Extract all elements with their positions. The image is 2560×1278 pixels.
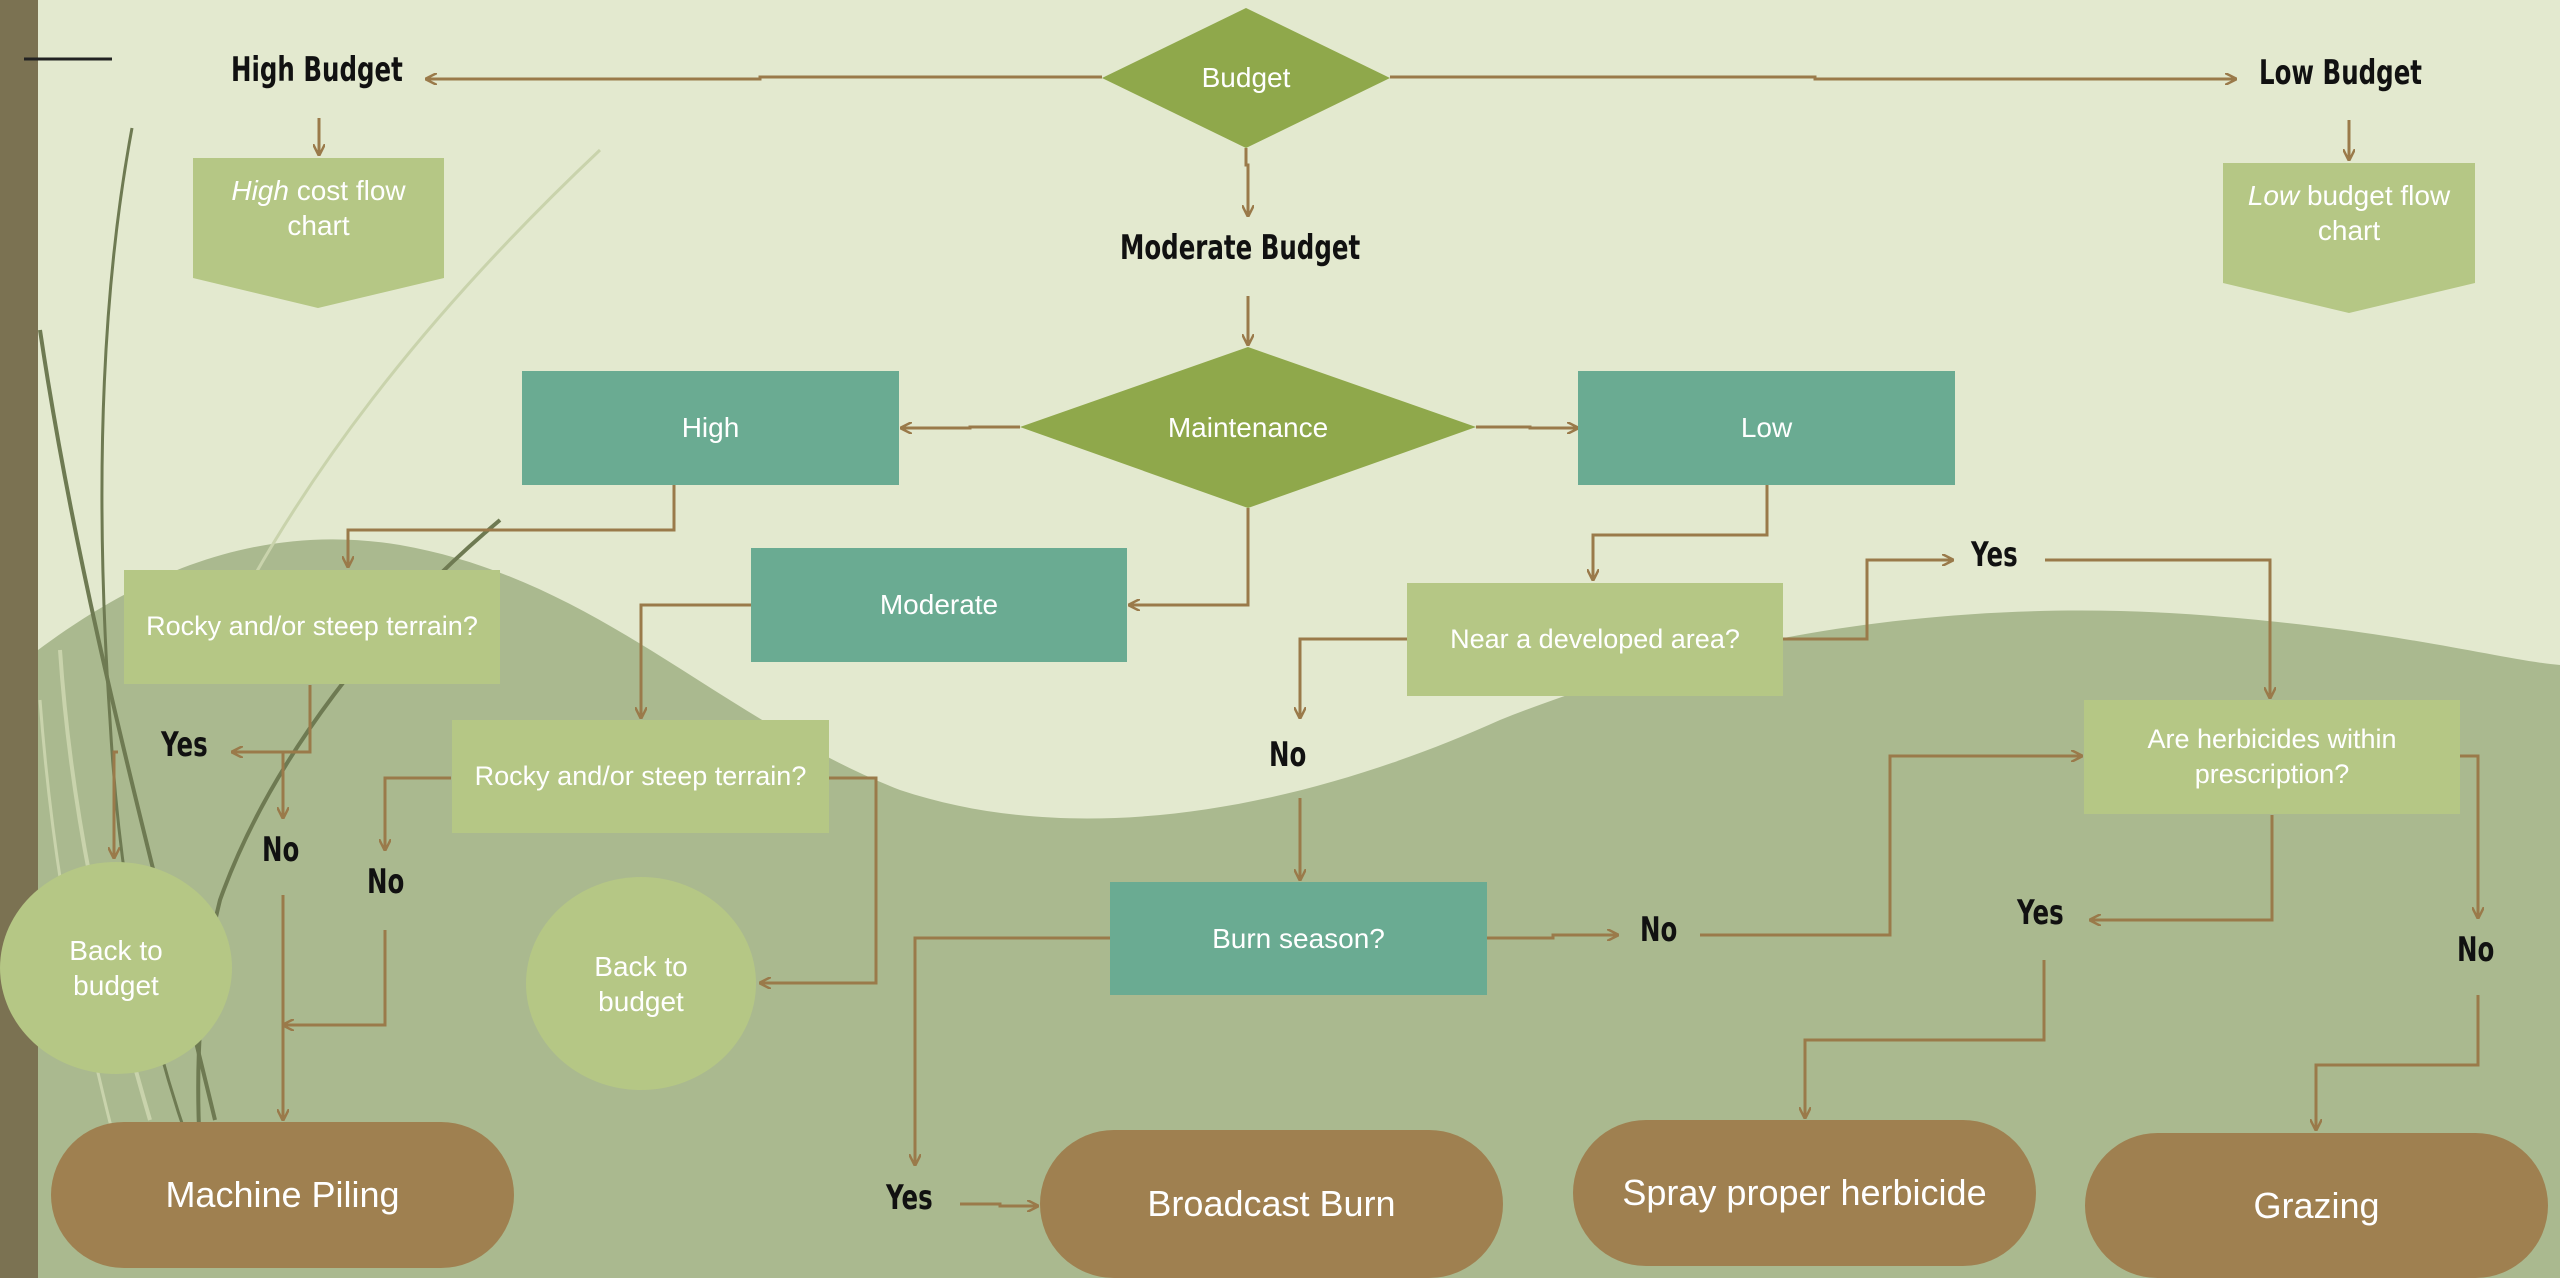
low-flow-rest: budget flow chart <box>2299 180 2451 246</box>
maintenance-decision: Maintenance <box>1020 347 1476 508</box>
rocky-terrain-left-box: Rocky and/or steep terrain? <box>124 570 500 684</box>
no-label: No <box>367 862 405 902</box>
low-budget-flowchart-connector[interactable]: Low budget flow chart <box>2223 163 2475 313</box>
arrow-high-to-rocky <box>348 485 676 567</box>
yes-label: Yes <box>161 725 208 765</box>
arrow-low-to-near <box>1593 485 1769 580</box>
arrow-rocky-mid-to-no <box>385 776 451 850</box>
moderate-maintenance-box: Moderate <box>751 548 1127 662</box>
high-emphasis: High <box>231 175 289 206</box>
back-to-budget-circle-2[interactable]: Back to budget <box>526 877 756 1090</box>
high-budget-label: High Budget <box>231 50 403 90</box>
high-cost-flowchart-text: High cost flow chart <box>193 158 444 258</box>
no-label: No <box>1640 910 1678 950</box>
low-maintenance-box: Low <box>1578 371 1955 485</box>
high-maintenance-box: High <box>522 371 899 485</box>
arrow-budget-to-high <box>426 77 1102 79</box>
budget-label: Budget <box>1201 62 1291 93</box>
no-label: No <box>2457 930 2495 970</box>
budget-decision: Budget <box>1102 8 1390 148</box>
arrow-yes-to-back <box>114 750 118 858</box>
arrow-yes-to-broadcast <box>960 1204 1038 1206</box>
back-to-budget-circle-1[interactable]: Back to budget <box>0 862 232 1074</box>
arrow-rocky-to-labels <box>232 685 312 752</box>
maintenance-label: Maintenance <box>1167 411 1329 443</box>
moderate-budget-label: Moderate Budget <box>1120 228 1361 268</box>
yes-label: Yes <box>2017 893 2064 933</box>
no-label: No <box>262 830 300 870</box>
arrow-rocky-to-no <box>283 750 310 818</box>
herbicides-prescription-box: Are herbicides within prescription? <box>2084 700 2460 814</box>
no-label: No <box>1269 735 1307 775</box>
arrow-maint-to-moderate <box>1129 508 1250 605</box>
yes-label: Yes <box>886 1178 933 1218</box>
rocky-terrain-mid-box: Rocky and/or steep terrain? <box>452 720 829 833</box>
arrow-no-to-grazing <box>2316 995 2480 1130</box>
arrow-herb-to-no <box>2459 754 2478 918</box>
broadcast-burn-outcome: Broadcast Burn <box>1040 1130 1503 1278</box>
arrow-budget-to-low <box>1390 77 2236 79</box>
arrow-yes-to-herb <box>2045 558 2270 698</box>
arrow-near-to-no <box>1300 637 1407 718</box>
spray-herbicide-outcome: Spray proper herbicide <box>1573 1120 2036 1266</box>
arrow-no-to-herb <box>1700 756 2082 937</box>
arrow-budget-to-moderate <box>1246 148 1248 216</box>
low-budget-flowchart-text: Low budget flow chart <box>2223 163 2475 263</box>
low-emphasis: Low <box>2247 180 2300 211</box>
high-cost-flowchart-connector[interactable]: High cost flow chart <box>193 158 444 308</box>
arrow-rocky-mid-to-back <box>760 776 878 983</box>
machine-piling-outcome: Machine Piling <box>51 1122 514 1268</box>
arrow-moderate-to-rocky <box>641 603 751 718</box>
burn-season-box: Burn season? <box>1110 882 1487 995</box>
high-flow-rest: cost flow chart <box>287 175 406 241</box>
arrow-burn-to-no <box>1487 935 1618 938</box>
arrow-maint-to-low <box>1476 427 1578 428</box>
left-trunk <box>0 0 38 1278</box>
low-budget-label: Low Budget <box>2259 53 2423 93</box>
arrow-maint-to-high <box>901 427 1020 428</box>
arrow-burn-to-yes <box>915 936 1110 1165</box>
grazing-outcome: Grazing <box>2085 1133 2548 1278</box>
arrow-yes-to-spray <box>1805 960 2046 1118</box>
arrow-herb-to-yes <box>2090 815 2274 920</box>
yes-label: Yes <box>1971 535 2018 575</box>
arrow-no-mid-to-machine <box>283 930 387 1025</box>
near-developed-area-box: Near a developed area? <box>1407 583 1783 696</box>
arrow-near-to-yes <box>1781 560 1953 641</box>
